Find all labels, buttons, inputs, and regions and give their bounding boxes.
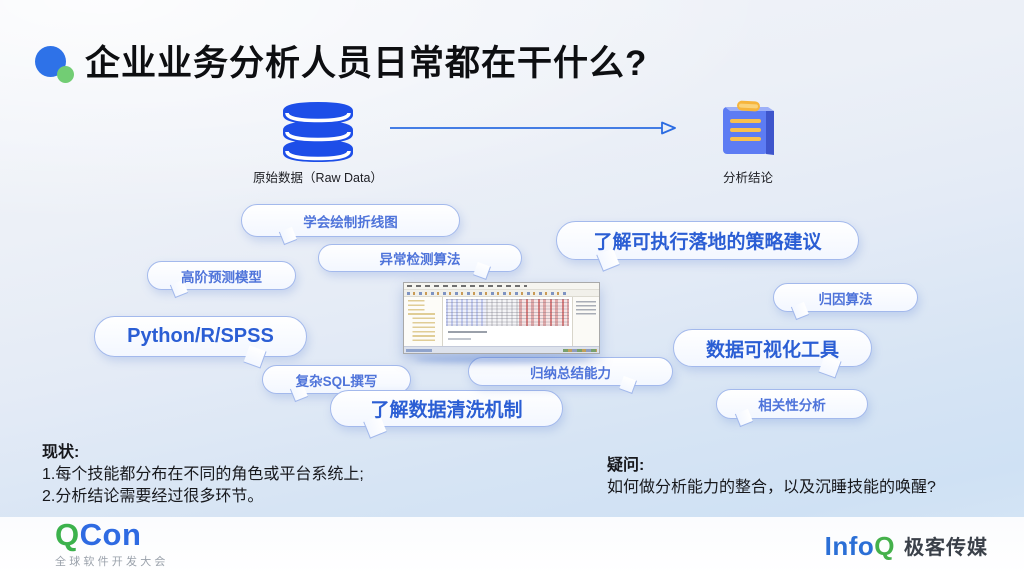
mini-menubar xyxy=(404,283,599,290)
skill-bubble-data-cleaning: 了解数据清洗机制 xyxy=(330,390,563,439)
bubble-tail xyxy=(734,408,753,428)
status-line-1: 1.每个技能都分布在不同的角色或平台系统上; xyxy=(42,466,364,483)
media-name: 极客传媒 xyxy=(904,537,988,559)
question-line: 如何做分析能力的整合，以及沉睡技能的唤醒? xyxy=(607,479,936,496)
status-note: 现状: 1.每个技能都分布在不同的角色或平台系统上; 2.分析结论需要经过很多环… xyxy=(42,442,364,508)
skill-bubble-python-r-spss: Python/R/SPSS xyxy=(94,316,307,369)
bubble-tail xyxy=(619,376,638,394)
skill-bubble-anomaly-detection: 异常检测算法 xyxy=(318,244,522,280)
skill-bubble-prediction-model: 高阶预测模型 xyxy=(147,261,296,299)
source-label: 原始数据（Raw Data） xyxy=(253,171,383,185)
status-heading: 现状: xyxy=(42,444,80,461)
skill-bubble-strategy-advice: 了解可执行落地的策略建议 xyxy=(556,221,859,272)
database-icon xyxy=(278,99,358,167)
skill-bubble-line-chart: 学会绘制折线图 xyxy=(241,204,460,246)
skill-bubble-attribution: 归因算法 xyxy=(773,283,918,321)
mini-data-grid xyxy=(443,297,572,346)
report-icon xyxy=(716,98,780,165)
question-heading: 疑问: xyxy=(607,457,645,474)
question-note: 疑问: 如何做分析能力的整合，以及沉睡技能的唤醒? xyxy=(607,455,936,499)
skill-bubble-correlation: 相关性分析 xyxy=(716,389,868,428)
target-label: 分析结论 xyxy=(722,171,773,185)
title-block: 企业业务分析人员日常都在干什么? xyxy=(33,40,647,88)
bubble-tail xyxy=(472,262,491,280)
page-title: 企业业务分析人员日常都在干什么? xyxy=(85,44,648,83)
mini-side-panel xyxy=(572,297,599,346)
footer-band xyxy=(0,517,1024,576)
mini-tree-panel xyxy=(404,297,443,346)
mini-toolbar xyxy=(404,290,599,297)
status-line-2: 2.分析结论需要经过很多环节。 xyxy=(42,488,264,505)
flow-arrow xyxy=(390,121,676,135)
bubble-tail xyxy=(278,226,298,246)
bubble-tail xyxy=(790,301,809,321)
mini-statusbar xyxy=(404,346,599,353)
bubble-tail xyxy=(243,345,267,369)
skill-bubble-summarization: 归纳总结能力 xyxy=(468,357,673,394)
qcon-subtitle: 全球软件开发大会 xyxy=(55,556,169,568)
screenshot-shadow xyxy=(415,356,590,363)
mini-app-screenshot xyxy=(403,282,600,354)
qcon-logo: QCon 全球软件开发大会 xyxy=(55,517,169,568)
skill-bubble-visualization-tools: 数据可视化工具 xyxy=(673,329,872,379)
title-bullet-icon xyxy=(33,40,85,88)
mini-body xyxy=(404,297,599,346)
infoq-logo: InfoQ 极客传媒 xyxy=(824,530,988,561)
